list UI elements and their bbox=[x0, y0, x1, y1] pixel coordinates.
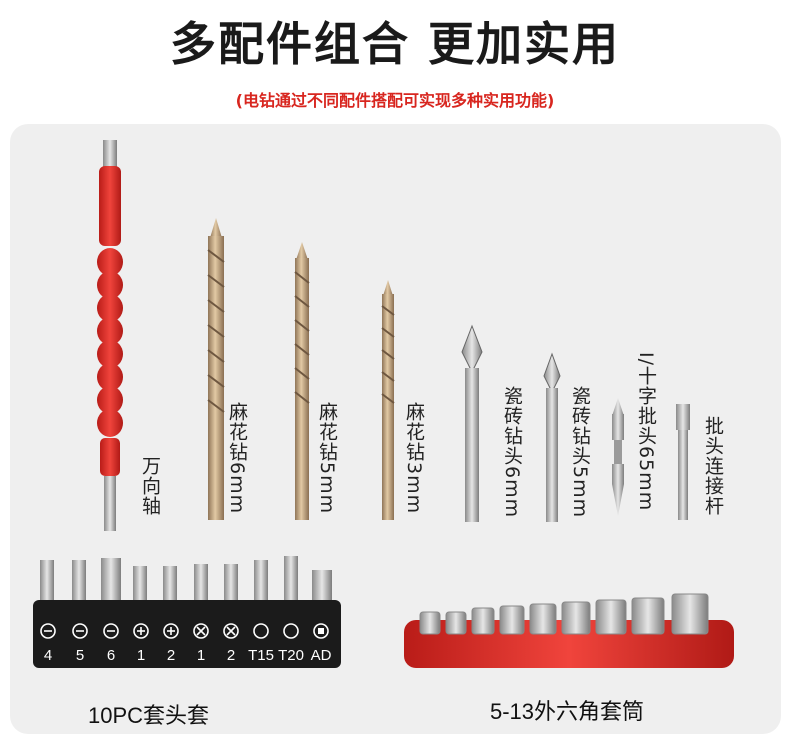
bit-label-t20: T20 bbox=[278, 647, 304, 664]
screwdriver-bit bbox=[612, 398, 624, 516]
page-title: 多配件组合 更加实用 bbox=[169, 17, 620, 71]
twist-drill-6mm-label: 麻花钻6mm bbox=[226, 402, 248, 515]
universal-shaft-label: 万向轴 bbox=[139, 456, 161, 516]
bit-label-6: 6 bbox=[107, 647, 115, 664]
bit-extension-label: 批头连接杆 bbox=[702, 416, 724, 516]
bit-label-4: 4 bbox=[44, 647, 52, 664]
bit-set-caption: 10PC套头套 bbox=[88, 703, 210, 728]
bit-label-pz1: 1 bbox=[197, 647, 205, 664]
tile-drill-5mm-label: 瓷砖钻头5mm bbox=[569, 386, 591, 519]
socket-set-caption: 5-13外六角套筒 bbox=[490, 699, 645, 724]
bit-label-5: 5 bbox=[76, 647, 84, 664]
twist-drill-6mm bbox=[207, 218, 225, 520]
screwdriver-bit-label: I/十字批头65mm bbox=[635, 352, 657, 512]
tile-drill-6mm bbox=[461, 324, 483, 522]
bit-label-ph1: 1 bbox=[137, 647, 145, 664]
twist-drill-5mm-label: 麻花钻5mm bbox=[316, 402, 338, 515]
bit-set-holder bbox=[33, 556, 341, 668]
bit-extension bbox=[676, 404, 690, 520]
tile-drill-5mm bbox=[543, 352, 561, 522]
universal-shaft bbox=[97, 140, 123, 531]
page-subtitle: (电钻通过不同配件搭配可实现多种实用功能) bbox=[235, 91, 555, 110]
twist-drill-3mm-label: 麻花钻3mm bbox=[403, 402, 425, 515]
bit-label-t15: T15 bbox=[248, 647, 274, 664]
tile-drill-6mm-label: 瓷砖钻头6mm bbox=[501, 386, 523, 519]
twist-drill-5mm bbox=[294, 242, 310, 520]
socket-set-holder bbox=[404, 593, 734, 668]
bit-label-ad: AD bbox=[311, 647, 332, 664]
bit-label-ph2: 2 bbox=[167, 647, 175, 664]
bit-label-pz2: 2 bbox=[227, 647, 235, 664]
twist-drill-3mm bbox=[381, 280, 395, 520]
